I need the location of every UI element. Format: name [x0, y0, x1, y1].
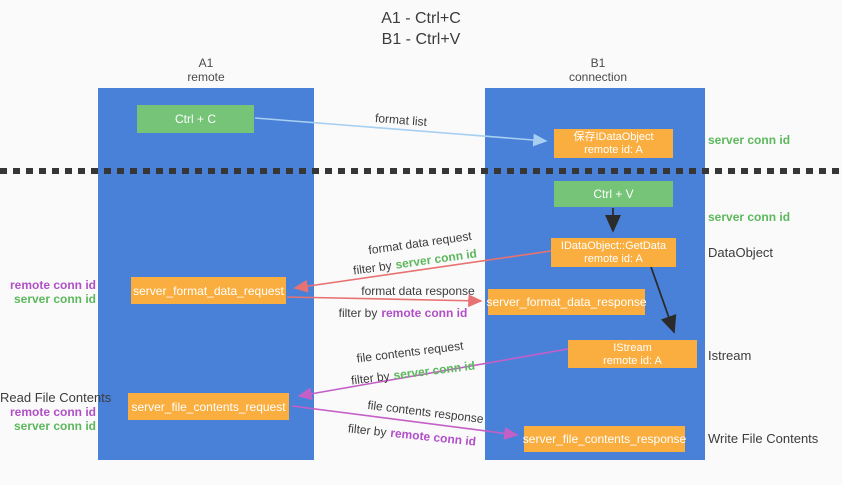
diagram-title: A1 - Ctrl+C B1 - Ctrl+V	[0, 8, 842, 50]
arrow-file-contents-request	[297, 348, 569, 401]
istream-line2: remote id: A	[603, 355, 662, 367]
idataobject-getdata-node: IDataObject::GetData remote id: A	[551, 238, 676, 267]
ctrl-v-node: Ctrl + V	[554, 181, 673, 207]
column-a-role: remote	[187, 70, 225, 84]
left-server-conn-id-1: server conn id	[13, 292, 96, 306]
column-b-name: B1	[590, 56, 606, 70]
ctrl-c-node: Ctrl + C	[137, 105, 254, 133]
machine-boundary-dotted-line	[0, 168, 842, 174]
istream-line1: IStream	[613, 342, 652, 354]
server-format-data-request-label: server_format_data_request	[133, 283, 284, 298]
getdata-line1: IDataObject::GetData	[560, 240, 667, 252]
right-write-file-contents-label: Write File Contents	[708, 431, 819, 446]
save-dataobject-node: 保存IDataObject remote id: A	[554, 129, 673, 158]
arrow-format-list	[254, 117, 548, 147]
server-file-contents-request-label: server_file_contents_request	[131, 399, 286, 414]
left-remote-conn-id-2: remote conn id	[9, 405, 96, 419]
ctrl-c-label: Ctrl + C	[174, 112, 216, 126]
server-format-data-request-node: server_format_data_request	[131, 277, 286, 304]
format-data-response-label: format data response	[361, 284, 475, 298]
right-server-conn-id-1: server conn id	[708, 133, 791, 147]
right-istream-label: Istream	[708, 348, 752, 363]
ctrl-v-label: Ctrl + V	[593, 187, 634, 201]
filter-by-text: filter by	[338, 306, 378, 320]
left-read-file-contents-label: Read File Contents	[0, 390, 112, 405]
column-b-header: B1 connection	[528, 56, 668, 84]
left-server-conn-id-2: server conn id	[13, 419, 96, 433]
column-b-role: connection	[568, 70, 628, 84]
server-file-contents-response-label: server_file_contents_response	[522, 432, 687, 446]
right-dataobject-label: DataObject	[708, 245, 774, 260]
column-a-header: A1 remote	[136, 56, 276, 84]
column-a-name: A1	[198, 56, 214, 70]
arrow-getdata-to-istream	[649, 263, 677, 334]
istream-node: IStream remote id: A	[568, 340, 697, 368]
server-format-data-response-label: server_format_data_response	[486, 295, 647, 309]
remote-conn-id-text: remote conn id	[381, 306, 468, 320]
right-server-conn-id-2: server conn id	[708, 210, 791, 224]
server-format-data-response-node: server_format_data_response	[486, 289, 647, 315]
server-file-contents-response-node: server_file_contents_response	[522, 426, 687, 452]
save-dataobject-line1: 保存IDataObject	[573, 131, 654, 143]
getdata-line2: remote id: A	[584, 253, 643, 265]
arrow-format-data-response	[286, 294, 483, 308]
server-file-contents-request-node: server_file_contents_request	[128, 393, 289, 420]
arrow-file-contents-response	[291, 405, 519, 440]
save-dataobject-line2: remote id: A	[584, 144, 643, 156]
title-line-1: A1 - Ctrl+C	[381, 10, 461, 27]
title-line-2: B1 - Ctrl+V	[381, 31, 461, 48]
left-remote-conn-id-1: remote conn id	[9, 278, 96, 292]
arrow-format-data-request	[293, 250, 552, 293]
